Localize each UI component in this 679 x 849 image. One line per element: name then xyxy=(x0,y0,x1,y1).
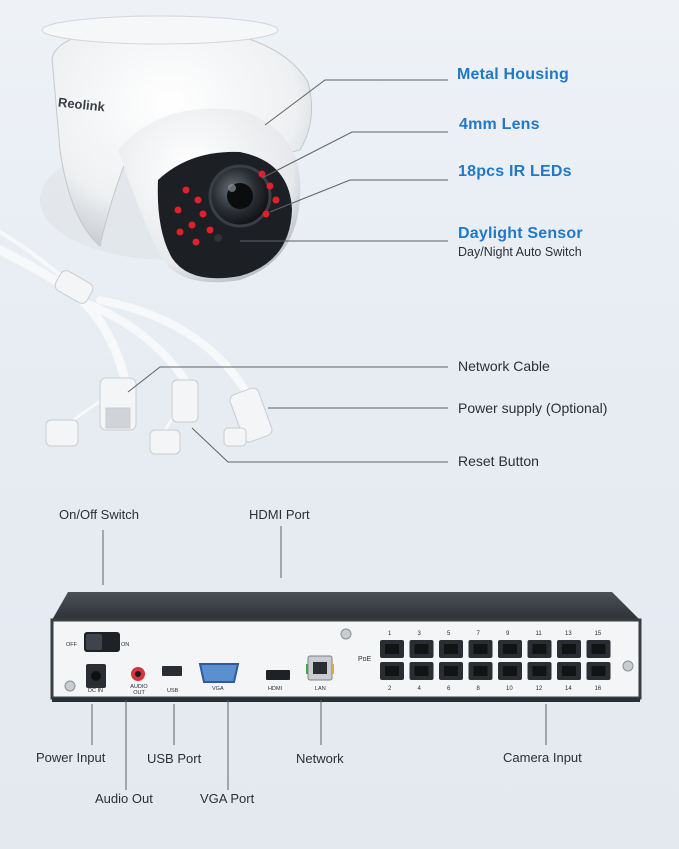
poe-port-number: 9 xyxy=(506,631,510,637)
dome-camera xyxy=(40,15,313,283)
poe-port-socket xyxy=(414,666,429,676)
hdmi-label: HDMI xyxy=(268,686,283,692)
audio-out-label: AUDIO OUT xyxy=(130,684,148,696)
poe-port-socket xyxy=(385,666,399,676)
poe-port-grid xyxy=(380,640,611,680)
poe-port-socket xyxy=(562,666,576,676)
poe-port-number: 3 xyxy=(417,631,421,637)
poe-port-number: 7 xyxy=(476,631,480,637)
poe-port-socket xyxy=(414,644,429,654)
poe-port-number: 15 xyxy=(594,631,602,637)
poe-port-socket xyxy=(444,644,458,654)
poe-port-socket xyxy=(532,666,547,676)
poe-port-number: 13 xyxy=(565,631,572,637)
poe-port-socket xyxy=(503,644,517,654)
poe-port-number: 6 xyxy=(447,686,451,692)
lan-label: LAN xyxy=(315,686,326,692)
label-power-supply: Power supply (Optional) xyxy=(458,400,608,416)
usb-label: USB xyxy=(167,688,179,694)
poe-port-number: 8 xyxy=(476,686,480,692)
poe-port-socket xyxy=(503,666,517,676)
poe-port-socket xyxy=(562,644,576,654)
switch-off-label: OFF xyxy=(66,642,77,648)
feature-daylight-sublabel: Day/Night Auto Switch xyxy=(458,245,582,259)
nvr-recorder xyxy=(50,592,642,702)
switch-on-label: ON xyxy=(121,642,130,648)
poe-port-number: 14 xyxy=(565,686,572,692)
label-on-off-switch: On/Off Switch xyxy=(59,507,139,522)
poe-port-socket xyxy=(473,644,488,654)
poe-port-number: 11 xyxy=(535,631,542,637)
label-network-cable: Network Cable xyxy=(458,358,550,374)
poe-port-socket xyxy=(591,644,606,654)
label-usb-port: USB Port xyxy=(147,751,202,766)
poe-label: PoE xyxy=(358,656,372,663)
poe-port-socket xyxy=(473,666,488,676)
poe-port-socket xyxy=(591,666,606,676)
poe-port-number: 10 xyxy=(506,686,513,692)
poe-port-number: 12 xyxy=(535,686,543,692)
poe-port-number: 16 xyxy=(594,686,602,692)
feature-ir-leds: 18pcs IR LEDs xyxy=(458,163,572,180)
label-reset-button: Reset Button xyxy=(458,453,539,469)
poe-port-socket xyxy=(532,644,547,654)
label-network: Network xyxy=(296,751,344,766)
poe-port-number: 2 xyxy=(388,686,392,692)
poe-port-socket xyxy=(444,666,458,676)
label-camera-input: Camera Input xyxy=(503,750,582,765)
label-vga-port: VGA Port xyxy=(200,791,255,806)
label-power-input: Power Input xyxy=(36,750,106,765)
poe-port-number: 1 xyxy=(388,631,392,637)
vga-label: VGA xyxy=(212,686,224,692)
feature-metal-housing: Metal Housing xyxy=(457,66,569,83)
cable-connectors xyxy=(45,270,273,455)
leader-lines xyxy=(91,79,547,790)
feature-lens: 4mm Lens xyxy=(459,116,540,133)
label-audio-out: Audio Out xyxy=(95,791,153,806)
poe-port-number: 4 xyxy=(417,686,421,692)
ir-led-ring xyxy=(174,170,280,246)
dc-in-label: DC IN xyxy=(88,688,103,694)
feature-daylight-sensor: Daylight Sensor xyxy=(458,225,583,242)
poe-port-socket xyxy=(385,644,399,654)
poe-port-number: 5 xyxy=(447,631,451,637)
label-hdmi-port: HDMI Port xyxy=(249,507,310,522)
